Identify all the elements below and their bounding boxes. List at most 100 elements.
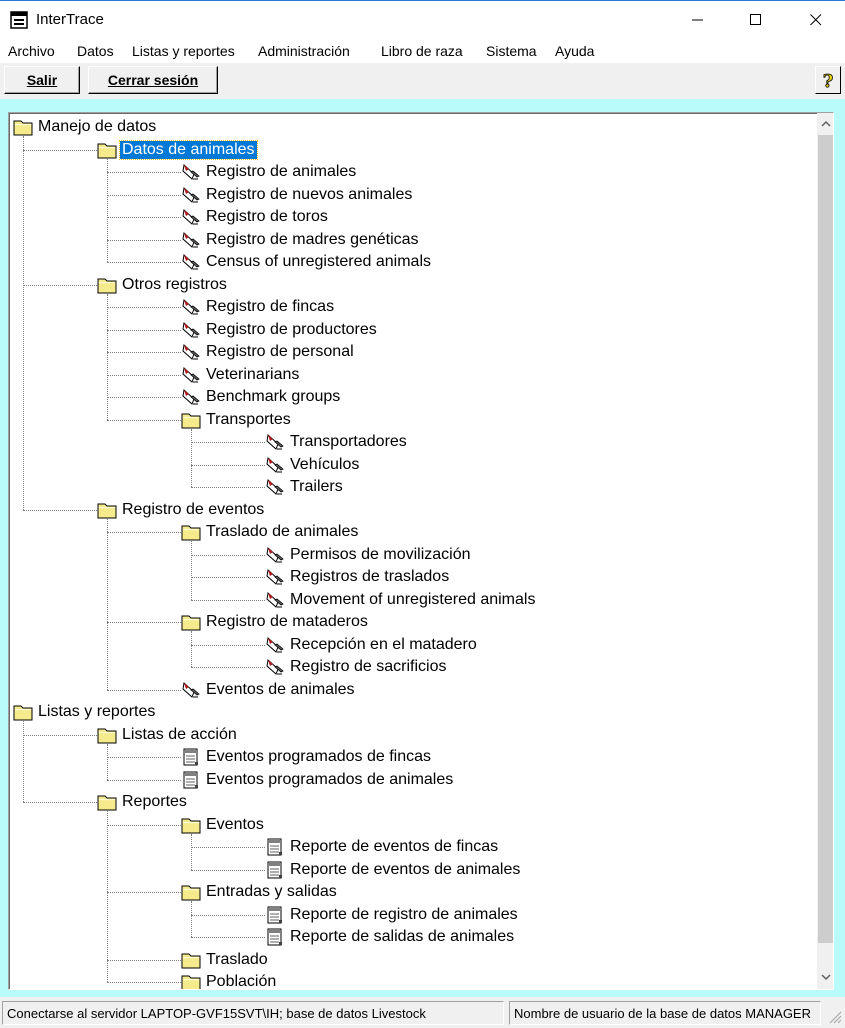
tree-node-label: Reporte de eventos de fincas xyxy=(290,838,499,855)
tree-node-otros-registros[interactable]: Otros registros xyxy=(97,275,229,295)
menu-administracion[interactable]: Administración xyxy=(258,43,350,59)
folder-icon xyxy=(97,143,117,158)
tree-node-eventos-programados-de-animales[interactable]: Eventos programados de animales xyxy=(181,770,455,790)
tree-connector xyxy=(23,509,97,511)
minimize-icon xyxy=(692,19,703,21)
tree-connector xyxy=(107,811,108,982)
tree-node-eventos-programados-de-fincas[interactable]: Eventos programados de fincas xyxy=(181,747,433,767)
chevron-up-icon xyxy=(820,120,831,127)
tree-connector xyxy=(23,136,24,510)
tree-node-transportes[interactable]: Transportes xyxy=(181,410,293,430)
vertical-scrollbar[interactable] xyxy=(817,113,833,989)
tree-node-census-of-unregistered-animals[interactable]: Census of unregistered animals xyxy=(181,252,433,272)
tree-node-veterinarians[interactable]: Veterinarians xyxy=(181,365,301,385)
menu-bar: Archivo Datos Listas y reportes Administ… xyxy=(0,39,845,63)
help-question-icon: ? xyxy=(822,71,834,90)
tree-connector xyxy=(191,541,192,600)
tree-node-label: Benchmark groups xyxy=(206,388,341,405)
help-button[interactable]: ? xyxy=(815,66,841,94)
tree-node-label: Transportes xyxy=(206,410,291,428)
tree-node-reporte-de-registro-de-animales[interactable]: Reporte de registro de animales xyxy=(265,905,520,925)
tree-node-permisos-de-movilizacion[interactable]: Permisos de movilización xyxy=(265,545,473,565)
tree-node-manejo-de-datos[interactable]: Manejo de datos xyxy=(13,117,158,137)
tree-node-registro-de-mataderos[interactable]: Registro de mataderos xyxy=(181,612,370,632)
tree-connector xyxy=(107,419,181,421)
svg-text:?: ? xyxy=(823,71,834,90)
tree-node-registro-de-nuevos-animales[interactable]: Registro de nuevos animales xyxy=(181,185,414,205)
tree-node-registro-de-madres-geneticas[interactable]: Registro de madres genéticas xyxy=(181,230,421,250)
tree-node-listas-de-accion[interactable]: Listas de acción xyxy=(97,725,239,745)
maximize-icon xyxy=(750,14,761,25)
tree-node-registros-de-traslados[interactable]: Registros de traslados xyxy=(265,567,451,587)
tree-connector xyxy=(191,901,192,937)
tree-node-registro-de-personal[interactable]: Registro de personal xyxy=(181,342,356,362)
resize-grip-icon[interactable] xyxy=(826,1008,842,1024)
tree-node-datos-de-animales[interactable]: Datos de animales xyxy=(97,139,258,160)
menu-datos[interactable]: Datos xyxy=(77,43,114,59)
tree-node-label: Registros de traslados xyxy=(290,568,450,585)
tree-node-registro-de-toros[interactable]: Registro de toros xyxy=(181,207,330,227)
exit-button[interactable]: Salir xyxy=(4,66,80,94)
tree-node-benchmark-groups[interactable]: Benchmark groups xyxy=(181,387,342,407)
tree-node-registro-de-sacrificios[interactable]: Registro de sacrificios xyxy=(265,657,449,677)
menu-listas-reportes[interactable]: Listas y reportes xyxy=(132,43,235,59)
menu-sistema[interactable]: Sistema xyxy=(486,43,537,59)
menu-archivo[interactable]: Archivo xyxy=(8,43,55,59)
scrollbar-thumb[interactable] xyxy=(818,135,833,943)
tree-node-label: Registro de toros xyxy=(206,208,328,225)
report-document-icon xyxy=(267,838,282,856)
menu-ayuda[interactable]: Ayuda xyxy=(555,43,595,59)
tree-node-label: Vehículos xyxy=(290,455,360,473)
tree-node-label: Traslado xyxy=(206,950,268,968)
form-pen-icon xyxy=(266,636,284,653)
tree-node-reporte-de-eventos-de-fincas[interactable]: Reporte de eventos de fincas xyxy=(265,837,500,857)
close-button[interactable] xyxy=(787,1,845,39)
tree-node-transportadores[interactable]: Transportadores xyxy=(265,432,409,452)
window-title: InterTrace xyxy=(36,11,104,28)
tree-connector xyxy=(107,307,181,308)
tree-node-trailers[interactable]: Trailers xyxy=(265,477,345,497)
tree-node-registro-de-fincas[interactable]: Registro de fincas xyxy=(181,297,336,317)
report-document-icon xyxy=(267,928,282,946)
tree-node-label: Registro de nuevos animales xyxy=(206,185,413,203)
tree-node-movement-of-unregistered-animals[interactable]: Movement of unregistered animals xyxy=(265,590,537,610)
scroll-up-button[interactable] xyxy=(817,115,833,132)
tree-node-reporte-de-eventos-de-animales[interactable]: Reporte de eventos de animales xyxy=(265,860,522,880)
tree-node-entradas-y-salidas[interactable]: Entradas y salidas xyxy=(181,882,339,902)
tree-node-poblacion[interactable]: Población xyxy=(181,972,278,989)
maximize-button[interactable] xyxy=(727,1,785,39)
tree-node-reportes[interactable]: Reportes xyxy=(97,792,189,812)
tree-node-label: Reportes xyxy=(122,793,187,810)
scroll-down-button[interactable] xyxy=(817,968,833,985)
folder-icon xyxy=(97,728,117,743)
tree-node-label: Datos de animales xyxy=(119,139,258,160)
status-user: Nombre de usuario de la base de datos MA… xyxy=(509,1001,821,1025)
tree-node-vehiculos[interactable]: Vehículos xyxy=(265,455,361,475)
tree-node-label: Reporte de registro de animales xyxy=(290,905,518,923)
tree-connector xyxy=(191,464,265,466)
tree-node-recepcion-en-el-matadero[interactable]: Recepción en el matadero xyxy=(265,635,479,655)
tree-node-registro-de-animales[interactable]: Registro de animales xyxy=(181,162,358,182)
logout-button[interactable]: Cerrar sesión xyxy=(88,66,218,94)
tree-node-reporte-de-salidas-de-animales[interactable]: Reporte de salidas de animales xyxy=(265,927,516,947)
toolbar: Salir Cerrar sesión ? xyxy=(0,63,845,99)
tree-node-traslado-de-animales[interactable]: Traslado de animales xyxy=(181,522,360,542)
folder-icon xyxy=(181,413,201,428)
menu-libro-raza[interactable]: Libro de raza xyxy=(381,43,463,59)
tree-node-registro-de-productores[interactable]: Registro de productores xyxy=(181,320,379,340)
tree-node-eventos[interactable]: Eventos xyxy=(181,815,266,835)
tree-node-eventos-de-animales[interactable]: Eventos de animales xyxy=(181,680,357,700)
minimize-button[interactable] xyxy=(669,1,727,39)
tree-node-label: Entradas y salidas xyxy=(206,883,337,900)
tree-connector xyxy=(107,757,181,758)
tree-connector xyxy=(191,914,265,916)
form-pen-icon xyxy=(182,366,200,383)
tree-node-traslado[interactable]: Traslado xyxy=(181,950,270,970)
tree-node-label: Registro de fincas xyxy=(206,298,335,315)
exit-button-label: Salir xyxy=(26,72,58,88)
tree-node-registro-de-eventos[interactable]: Registro de eventos xyxy=(97,500,266,520)
tree-node-label: Registro de sacrificios xyxy=(290,658,447,675)
tree-node-listas-y-reportes[interactable]: Listas y reportes xyxy=(13,702,157,722)
